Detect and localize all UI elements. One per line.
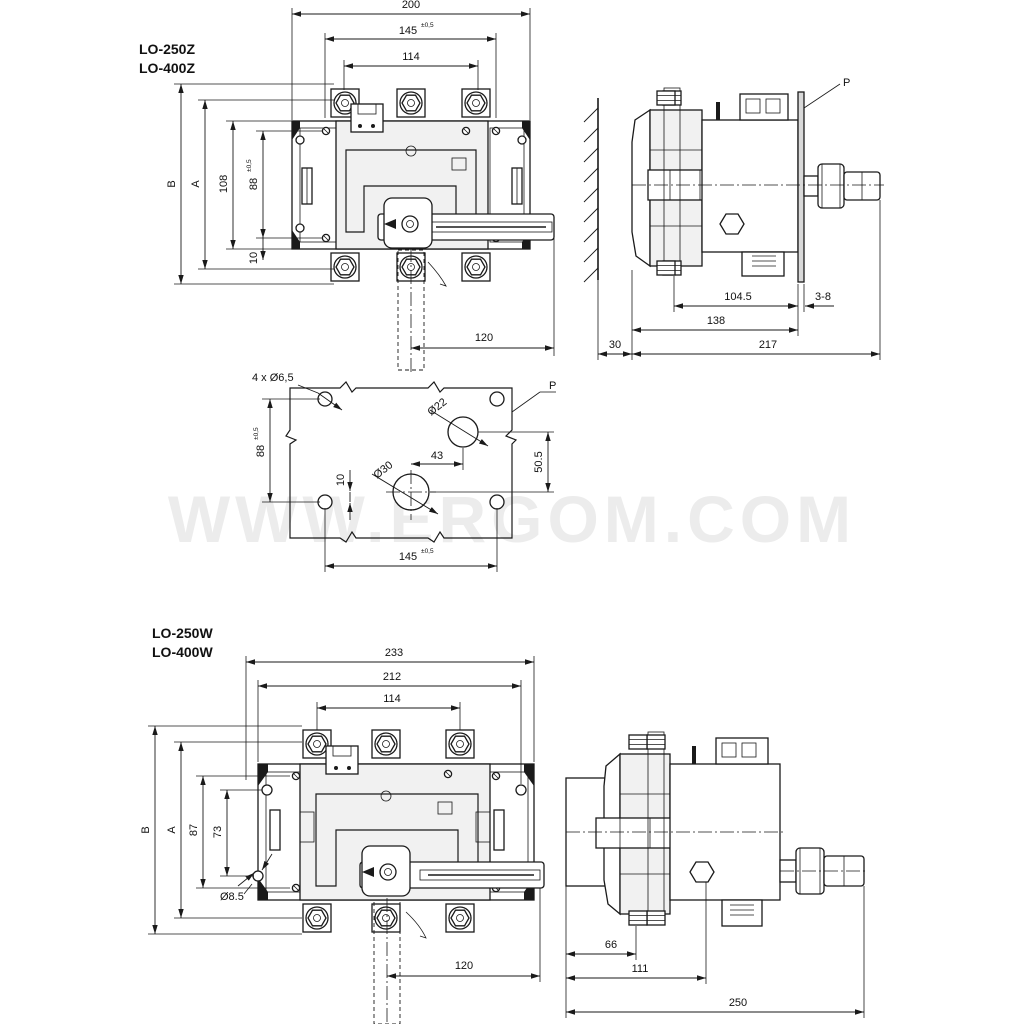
dim-104-5: 104.5: [724, 291, 752, 303]
plate-holes-label: 4 x Ø6,5: [252, 372, 294, 384]
model-label-lo-250z: LO-250Z: [139, 41, 195, 57]
dim-3-8: 3-8: [815, 291, 831, 303]
bottom-side-view: 66 111 250: [565, 731, 868, 1018]
dim-111: 111: [632, 963, 649, 975]
bottom-dim-114: 114: [383, 693, 401, 705]
dim-88: 88: [248, 178, 260, 190]
bottom-front-view: LO-250W LO-400W: [140, 625, 545, 1024]
dim-200: 200: [402, 0, 420, 11]
model-label-lo-400z: LO-400Z: [139, 60, 195, 76]
top-side-label-p: P: [843, 77, 850, 89]
dim-d8-5: Ø8.5: [220, 891, 244, 903]
mounting-plate-view: 4 x Ø6,5 P Ø22 Ø30 88 ±0,5 43 50.5 10 14…: [252, 372, 556, 572]
dim-50-5: 50.5: [533, 451, 545, 472]
plate-dim-145: 145: [399, 551, 417, 563]
dim-30: 30: [609, 339, 621, 351]
bottom-dim-b: B: [140, 826, 152, 833]
dim-114: 114: [402, 51, 420, 63]
dim-73: 73: [212, 826, 224, 838]
dim-217: 217: [759, 339, 777, 351]
plate-dim-10: 10: [335, 474, 347, 486]
dim-87: 87: [188, 824, 200, 836]
plate-label-p: P: [549, 380, 556, 392]
dim-120: 120: [475, 332, 493, 344]
dim-145: 145: [399, 25, 417, 37]
dim-250: 250: [729, 997, 747, 1009]
dim-212: 212: [383, 671, 401, 683]
dim-88-tolerance: ±0,5: [246, 159, 253, 172]
model-label-lo-250w: LO-250W: [152, 625, 213, 641]
dim-233: 233: [385, 647, 403, 659]
bottom-dim-a: A: [166, 826, 178, 834]
dim-d30: Ø30: [371, 459, 395, 481]
top-side-view: P 104.5 3-8 138 30 217: [583, 77, 884, 360]
dim-138: 138: [707, 315, 725, 327]
dim-43: 43: [431, 450, 443, 462]
model-label-lo-400w: LO-400W: [152, 644, 213, 660]
dim-b: B: [166, 180, 178, 187]
plate-dim-88: 88: [255, 445, 267, 457]
dim-a: A: [190, 180, 202, 188]
bottom-dim-120: 120: [455, 960, 473, 972]
plate-dim-88-tolerance: ±0,5: [253, 427, 260, 440]
dim-145-tolerance: ±0,5: [421, 22, 434, 29]
plate-dim-145-tolerance: ±0,5: [421, 548, 434, 555]
dim-108: 108: [218, 175, 230, 193]
dim-10: 10: [248, 252, 260, 264]
watermark: WWW.ERGOM.COM: [168, 482, 856, 556]
dim-66: 66: [605, 939, 617, 951]
top-front-view: LO-250Z LO-400Z: [139, 0, 555, 372]
